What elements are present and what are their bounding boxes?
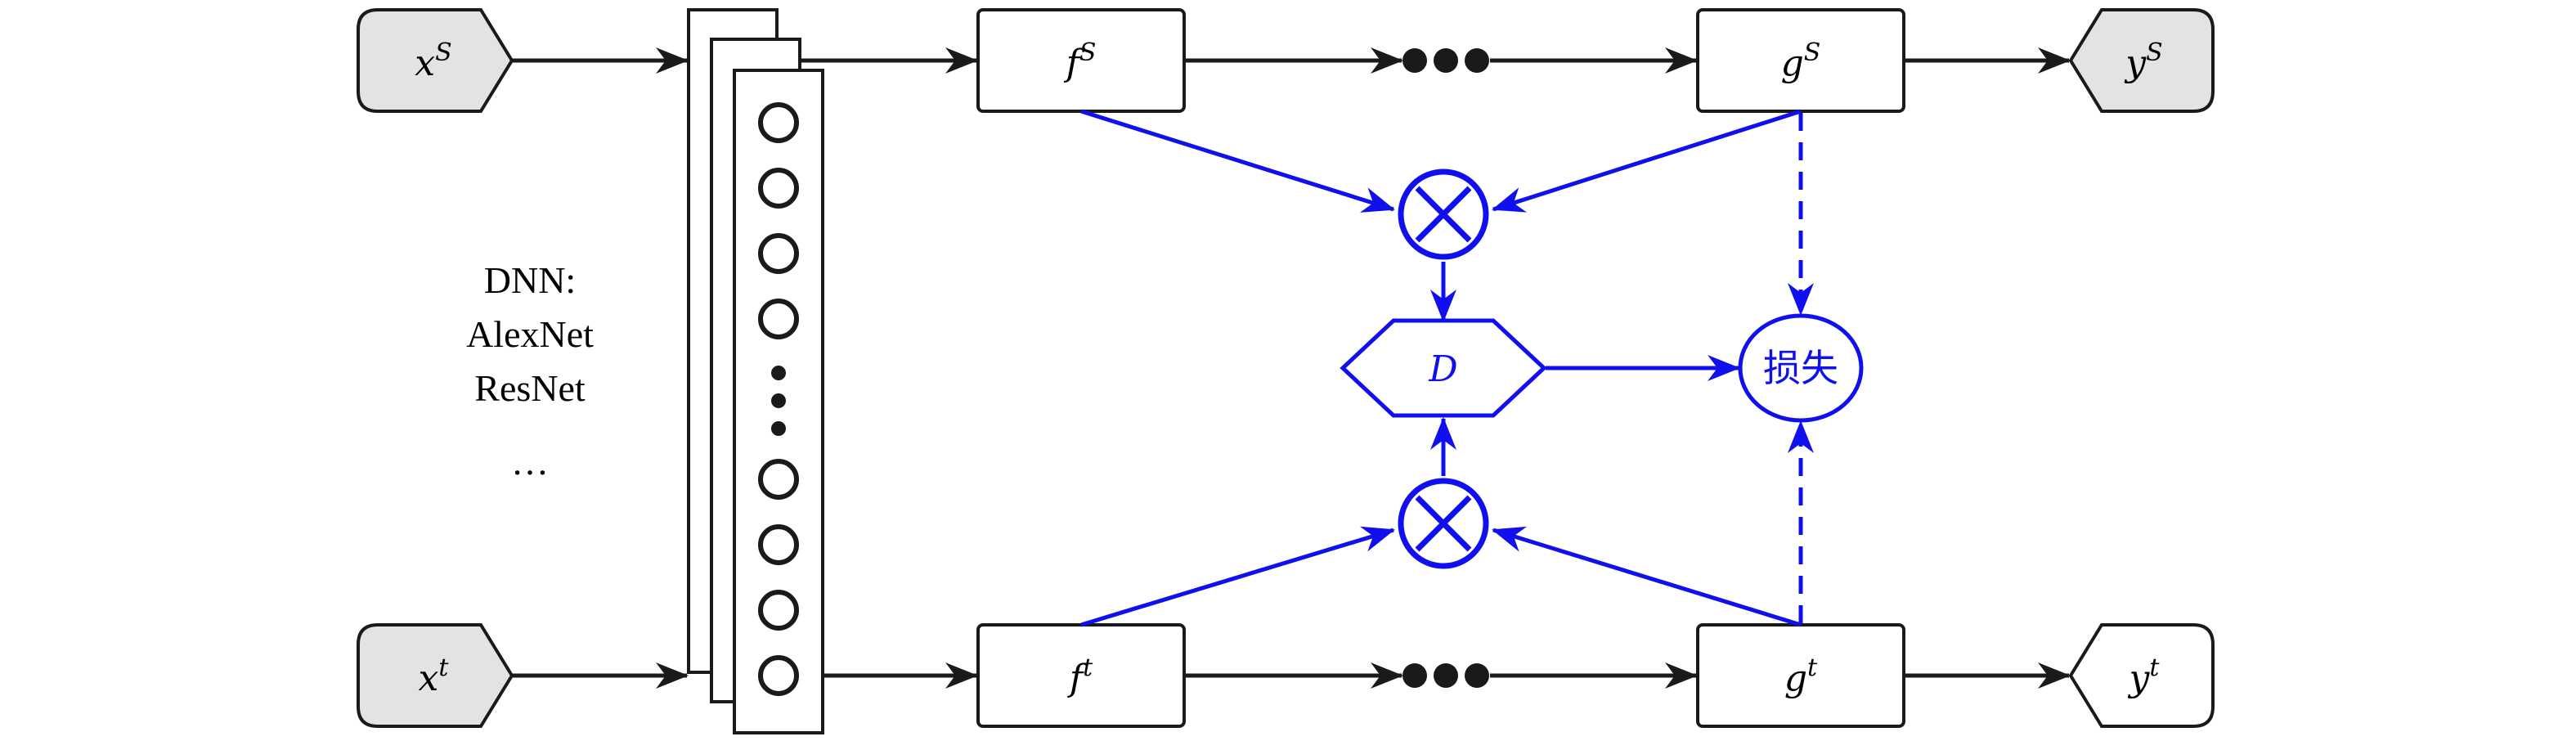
input-target-base: x: [419, 658, 439, 699]
output-source-sup: S: [2146, 38, 2163, 67]
output-source-node: yS: [2068, 8, 2215, 113]
dnn-neurons: [758, 102, 799, 696]
classifier-source-sup: S: [1804, 38, 1821, 67]
classifier-source-base: g: [1781, 43, 1804, 84]
dnn-label-line1: DNN:: [484, 259, 576, 301]
dnn-label-line3: ResNet: [474, 367, 586, 409]
input-source-node: xS: [357, 8, 514, 113]
svg-text:gS: gS: [1781, 38, 1821, 84]
neuron: [758, 590, 799, 631]
input-source-base: x: [415, 43, 435, 84]
svg-text:yS: yS: [2124, 38, 2162, 84]
output-target-sup: t: [2149, 653, 2160, 682]
feature-target-sup: t: [1083, 653, 1093, 682]
classifier-target-sup: t: [1807, 653, 1818, 682]
discriminator-label: D: [1428, 348, 1457, 390]
neuron: [758, 655, 799, 696]
feature-source-sup: S: [1079, 38, 1097, 67]
svg-text:ft: ft: [1067, 653, 1093, 699]
neuron: [758, 299, 799, 339]
neuron: [758, 168, 799, 209]
loss-label: 损失: [1763, 346, 1838, 390]
input-target-sup: t: [438, 653, 449, 682]
arrow-ft-to-mult-bottom: [1080, 526, 1395, 627]
pipeline-dots-target: [1402, 663, 1489, 688]
svg-text:gt: gt: [1784, 653, 1818, 699]
pipeline-dots-source: [1402, 48, 1489, 73]
input-target-node: xt: [357, 623, 514, 728]
black-arrows: [512, 47, 2071, 689]
multiply-node-target: [1398, 478, 1489, 569]
discriminator-node: D: [1340, 318, 1547, 418]
multiply-node-source: [1398, 168, 1489, 260]
input-source-sup: S: [435, 38, 452, 67]
blue-arrows: [1080, 109, 1814, 627]
output-target-base: y: [2128, 658, 2151, 699]
svg-text:yt: yt: [2128, 653, 2161, 699]
neuron: [758, 524, 799, 565]
dnn-label-line2: AlexNet: [466, 313, 594, 355]
arrow-gs-to-mult-top: [1492, 109, 1802, 213]
classifier-target-base: g: [1784, 658, 1807, 699]
dnn-label: DNN: AlexNet ResNet …: [466, 259, 594, 483]
arrow-gt-to-mult-bottom: [1492, 526, 1802, 627]
output-target-node: yt: [2068, 623, 2215, 728]
dnn-label-line4: …: [511, 441, 549, 483]
output-source-base: y: [2124, 43, 2147, 84]
svg-text:xt: xt: [419, 653, 450, 699]
arrow-fs-to-mult-top: [1080, 109, 1395, 213]
classifier-source-box: gS: [1696, 8, 1905, 113]
dnn-layer-stack: [687, 8, 824, 734]
loss-node: 损失: [1738, 313, 1864, 423]
classifier-target-box: gt: [1696, 623, 1905, 728]
feature-source-box: fS: [976, 8, 1186, 113]
feature-target-box: ft: [976, 623, 1186, 728]
dnn-ellipsis-dots: [771, 366, 786, 436]
neuron: [758, 233, 799, 274]
neuron: [758, 102, 799, 143]
neuron: [758, 459, 799, 500]
svg-text:xS: xS: [415, 38, 451, 84]
